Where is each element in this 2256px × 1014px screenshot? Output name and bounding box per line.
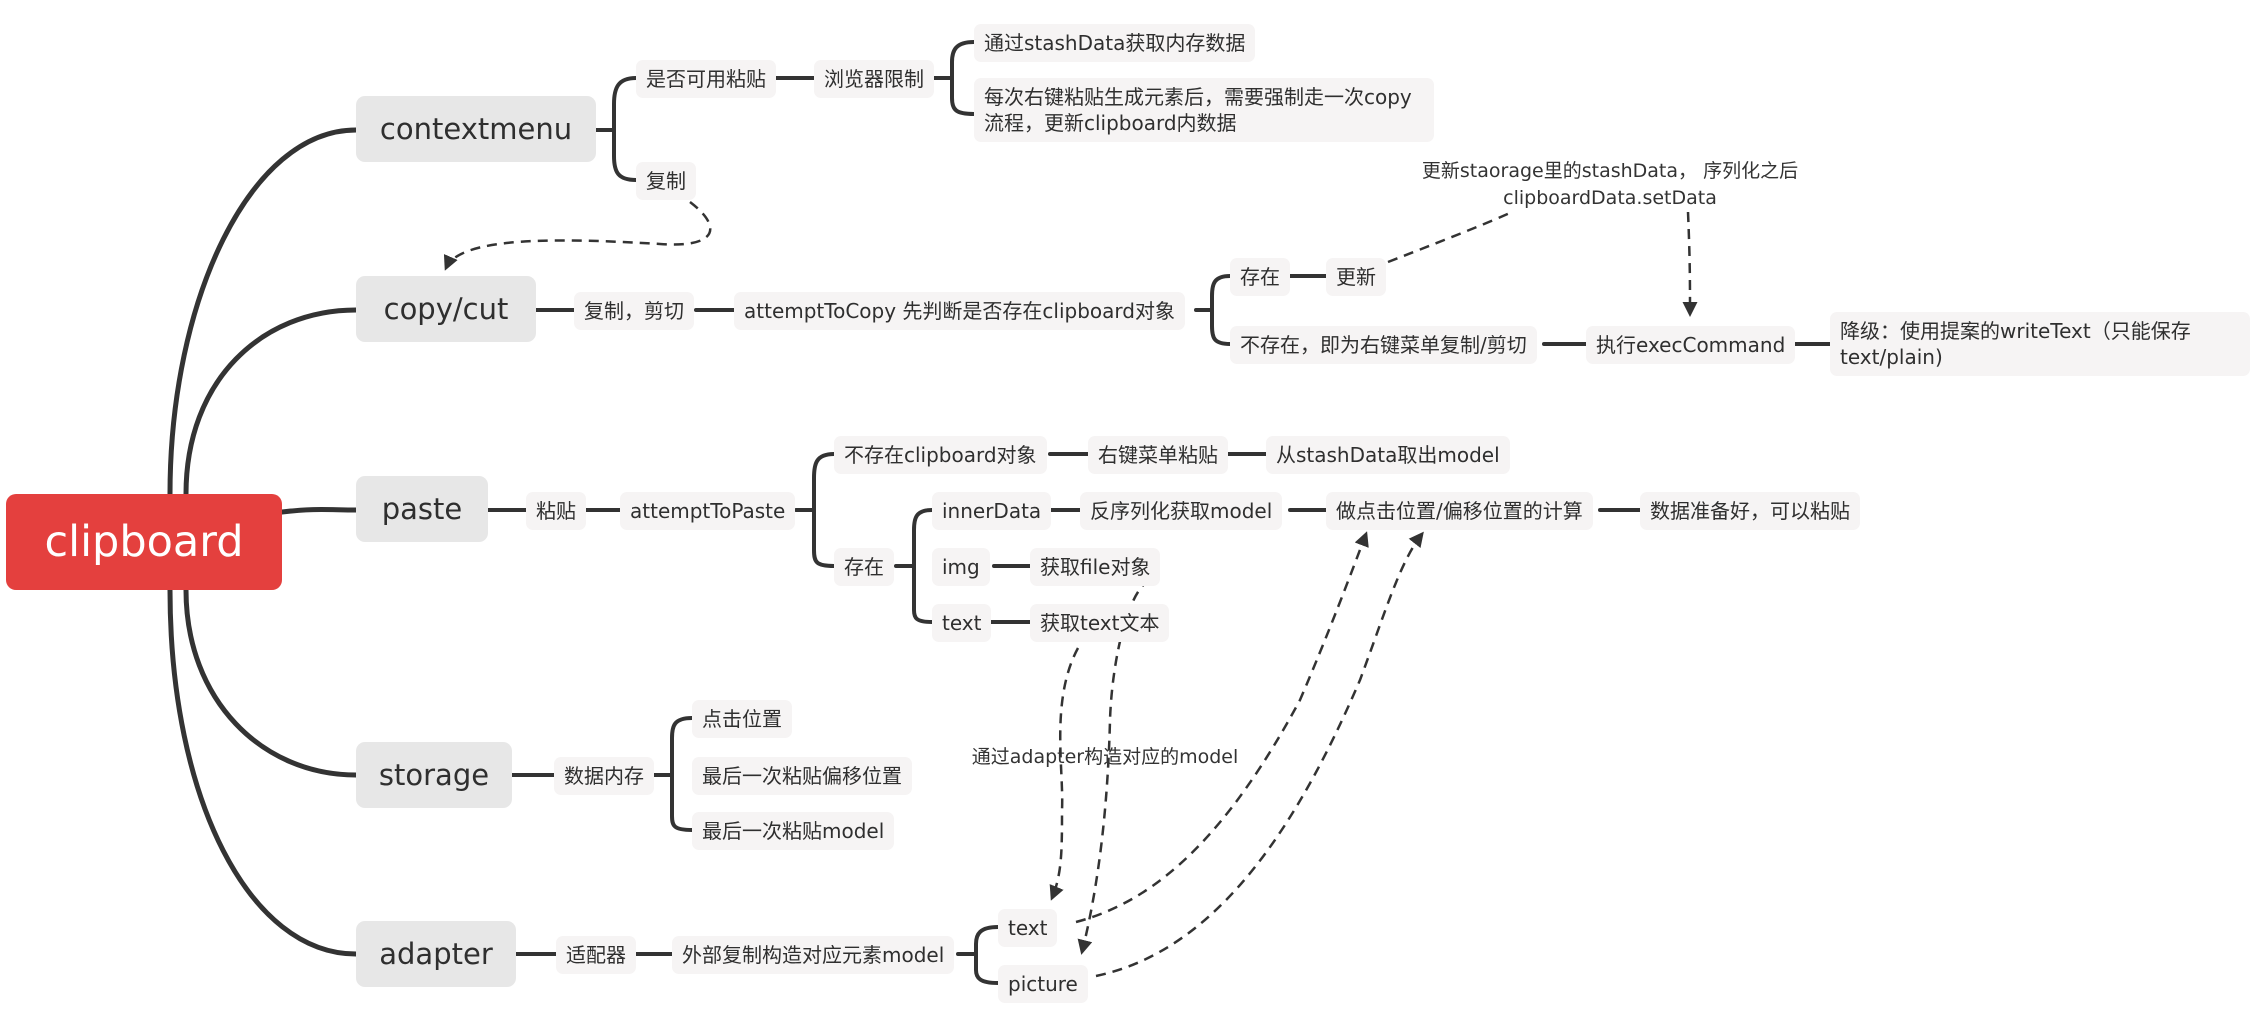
arrow-note-to-exec <box>1682 211 1698 317</box>
branch-contextmenu[interactable]: contextmenu <box>356 96 596 162</box>
node-memory[interactable]: 数据内存 <box>554 757 654 795</box>
branch-copycut[interactable]: copy/cut <box>356 276 536 342</box>
arrow-text-to-compute <box>1075 531 1369 924</box>
arrow-gettext-to-adapter-text <box>1049 647 1080 901</box>
note-adapter: 通过adapter构造对应的model <box>971 746 1239 768</box>
node-last-offset[interactable]: 最后一次粘贴偏移位置 <box>692 757 912 795</box>
node-via-stash[interactable]: 通过stashData获取内存数据 <box>974 24 1256 62</box>
node-copy-not-exists[interactable]: 不存在，即为右键菜单复制/剪切 <box>1230 326 1537 364</box>
node-browser-limit[interactable]: 浏览器限制 <box>814 60 934 98</box>
node-attempt-copy[interactable]: attemptToCopy 先判断是否存在clipboard对象 <box>734 292 1185 330</box>
node-copy[interactable]: 复制 <box>636 162 696 200</box>
node-adapter-picture[interactable]: picture <box>998 965 1088 1003</box>
node-paste-available[interactable]: 是否可用粘贴 <box>636 60 776 98</box>
node-update[interactable]: 更新 <box>1326 258 1386 296</box>
node-attempt-paste[interactable]: attemptToPaste <box>620 492 796 530</box>
root-branches <box>167 127 359 957</box>
node-last-model[interactable]: 最后一次粘贴model <box>692 812 895 850</box>
node-adapter-label[interactable]: 适配器 <box>556 936 636 974</box>
node-exec-command[interactable]: 执行execCommand <box>1586 326 1796 364</box>
node-external[interactable]: 外部复制构造对应元素model <box>672 936 955 974</box>
edge-root-contextmenu <box>167 127 359 497</box>
node-get-file[interactable]: 获取file对象 <box>1030 548 1161 586</box>
node-right-click-paste[interactable]: 右键菜单粘贴 <box>1088 436 1228 474</box>
node-text[interactable]: text <box>932 604 992 642</box>
node-deserialize[interactable]: 反序列化获取model <box>1080 492 1283 530</box>
arrow-copy-to-copycut <box>443 201 712 271</box>
node-fallback[interactable]: 降级：使用提案的writeText（只能保存text/plain) <box>1830 312 2250 376</box>
node-inner-data[interactable]: innerData <box>932 492 1052 530</box>
edge-root-paste <box>279 507 359 515</box>
branch-adapter[interactable]: adapter <box>356 921 516 987</box>
node-img[interactable]: img <box>932 548 990 586</box>
node-get-text[interactable]: 获取text文本 <box>1030 604 1170 642</box>
node-force-copy[interactable]: 每次右键粘贴生成元素后，需要强制走一次copy流程，更新clipboard内数据 <box>974 78 1434 142</box>
node-compute[interactable]: 做点击位置/偏移位置的计算 <box>1326 492 1593 530</box>
node-no-clipboard[interactable]: 不存在clipboard对象 <box>834 436 1047 474</box>
note-update-storage: 更新staorage里的stashData， 序列化之后 clipboardDa… <box>1421 160 1799 209</box>
node-paste-action[interactable]: 粘贴 <box>526 492 586 530</box>
node-copy-exists[interactable]: 存在 <box>1230 258 1290 296</box>
branch-paste[interactable]: paste <box>356 476 488 542</box>
node-from-stash[interactable]: 从stashData取出model <box>1266 436 1510 474</box>
note-link-update <box>1387 210 1513 264</box>
arrow-picture-to-compute <box>1095 531 1424 978</box>
edge-root-storage <box>183 587 359 778</box>
root-node[interactable]: clipboard <box>6 494 282 590</box>
node-adapter-text[interactable]: text <box>998 909 1058 947</box>
sub-branches <box>486 40 1832 985</box>
edge-root-copycut <box>183 307 359 497</box>
edge-root-adapter <box>167 587 359 957</box>
branch-storage[interactable]: storage <box>356 742 512 808</box>
node-click-pos[interactable]: 点击位置 <box>692 700 792 738</box>
node-copy-cut[interactable]: 复制，剪切 <box>574 292 694 330</box>
node-ready[interactable]: 数据准备好，可以粘贴 <box>1640 492 1860 530</box>
node-paste-exists[interactable]: 存在 <box>834 548 894 586</box>
